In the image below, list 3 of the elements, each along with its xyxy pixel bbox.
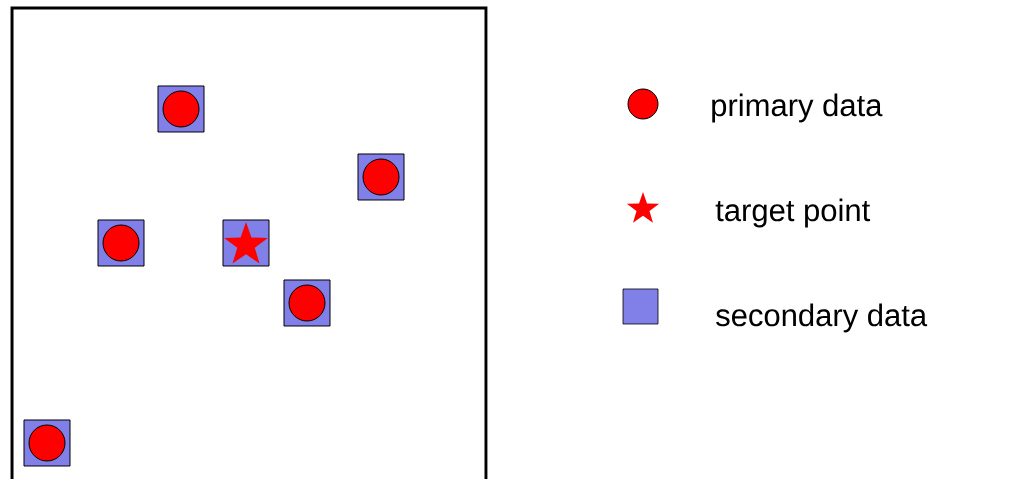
legend-label: primary data: [712, 93, 883, 123]
legend-label: secondary data: [716, 303, 928, 333]
legend-label: target point: [715, 198, 871, 228]
